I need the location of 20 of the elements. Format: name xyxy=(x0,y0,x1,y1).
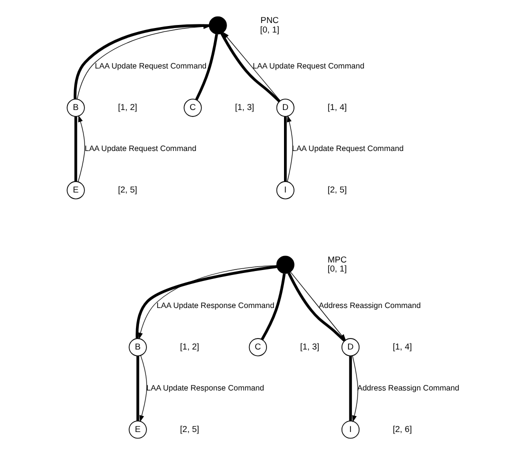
node-label: [0, 1] xyxy=(260,24,279,34)
edge-label: LAA Update Response Command xyxy=(156,300,274,310)
edge-label: LAA Update Request Command xyxy=(252,62,364,71)
node-label: PNC xyxy=(260,14,278,25)
node-label: [1, 4] xyxy=(392,341,412,352)
node-label: [2, 5] xyxy=(180,424,199,434)
edge-label: Address Reassign Command xyxy=(318,300,420,310)
edge-label: LAA Update Request Command xyxy=(84,144,196,153)
edge-label: LAA Update Request Command xyxy=(94,62,206,71)
node-label: [0, 1] xyxy=(327,264,346,274)
node-label: [1, 2] xyxy=(180,341,199,352)
node-label: MPC xyxy=(327,254,346,264)
node-label: [1, 2] xyxy=(117,102,137,112)
node-label: [1, 3] xyxy=(234,102,254,112)
node-label: [2, 6] xyxy=(392,424,412,434)
node-label: [1, 3] xyxy=(300,341,319,352)
edge-label: LAA Update Response Command xyxy=(146,383,264,392)
node-label: [2, 5] xyxy=(117,184,137,194)
node-label: [1, 4] xyxy=(327,102,346,112)
node-label: [2, 5] xyxy=(327,184,346,194)
